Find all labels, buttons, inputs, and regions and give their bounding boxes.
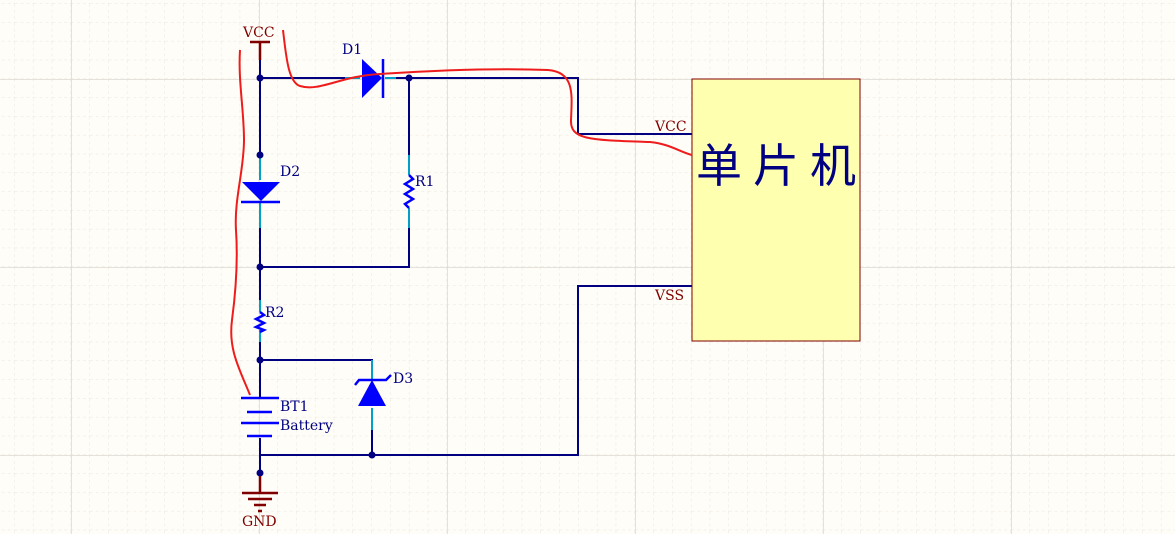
- zener-diode-d3[interactable]: D3: [354, 371, 413, 406]
- wires: [259, 42, 692, 490]
- resistor-r1[interactable]: R1: [402, 174, 434, 209]
- mcu-title: 单片机: [696, 139, 856, 193]
- resistor-r2[interactable]: R2: [252, 305, 284, 334]
- r1-label: R1: [415, 174, 434, 190]
- junctions: [256, 74, 413, 477]
- d1-label: D1: [342, 42, 362, 58]
- mcu-pin-vss: VSS: [654, 288, 684, 304]
- bt1-designator: BT1: [280, 399, 309, 415]
- vcc-label: VCC: [242, 25, 275, 41]
- diode-d2[interactable]: D2: [241, 164, 300, 204]
- r2-label: R2: [265, 305, 284, 321]
- mcu-block[interactable]: 单片机 VCC VSS: [654, 78, 861, 342]
- bt1-comment: Battery: [280, 418, 333, 434]
- d2-label: D2: [280, 164, 300, 180]
- battery-bt1[interactable]: BT1 Battery: [241, 396, 333, 438]
- diode-d1[interactable]: D1: [342, 42, 385, 98]
- gnd-label: GND: [242, 514, 277, 530]
- vcc-power-port[interactable]: VCC: [242, 25, 275, 60]
- d3-label: D3: [393, 371, 413, 387]
- mcu-pin-vcc: VCC: [654, 119, 687, 135]
- red-annotation-path: [230, 29, 693, 396]
- gnd-power-port[interactable]: GND: [242, 476, 278, 530]
